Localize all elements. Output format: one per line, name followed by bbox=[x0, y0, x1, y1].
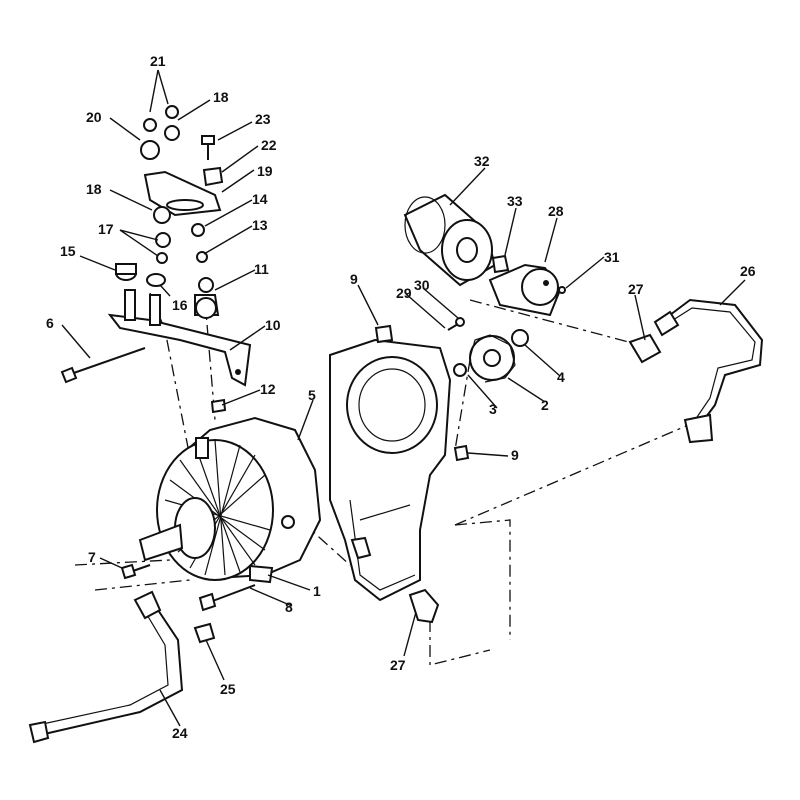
label-14: 14 bbox=[252, 191, 268, 207]
fittings bbox=[210, 324, 470, 560]
label-26: 26 bbox=[740, 263, 756, 279]
upper-bracket bbox=[140, 105, 224, 264]
label-21: 21 bbox=[150, 53, 166, 69]
pump-body bbox=[488, 254, 566, 317]
label-31: 31 bbox=[604, 249, 620, 265]
idler-gear bbox=[447, 317, 529, 383]
part-labels: 21 18 20 23 22 19 18 14 17 13 15 16 11 6… bbox=[46, 53, 756, 741]
label-23: 23 bbox=[255, 111, 271, 127]
long-bolt bbox=[60, 347, 146, 384]
label-4: 4 bbox=[557, 369, 565, 385]
label-9-right: 9 bbox=[511, 447, 519, 463]
label-32: 32 bbox=[474, 153, 490, 169]
label-1: 1 bbox=[313, 583, 321, 599]
label-3: 3 bbox=[489, 401, 497, 417]
mounting-bracket bbox=[107, 313, 252, 387]
label-2: 2 bbox=[541, 397, 549, 413]
label-12: 12 bbox=[260, 381, 276, 397]
label-20: 20 bbox=[86, 109, 102, 125]
label-19: 19 bbox=[257, 163, 273, 179]
label-25: 25 bbox=[220, 681, 236, 697]
label-7: 7 bbox=[88, 549, 96, 565]
label-18-top: 18 bbox=[213, 89, 229, 105]
label-22: 22 bbox=[261, 137, 277, 153]
leader-lines bbox=[61, 69, 746, 727]
label-27-bottom: 27 bbox=[390, 657, 406, 673]
label-18-mid: 18 bbox=[86, 181, 102, 197]
label-8: 8 bbox=[285, 599, 293, 615]
label-29: 29 bbox=[396, 285, 412, 301]
label-27-top: 27 bbox=[628, 281, 644, 297]
label-30: 30 bbox=[414, 277, 430, 293]
filter-canister bbox=[403, 193, 497, 287]
lower-oil-line bbox=[28, 590, 216, 744]
studs-and-spacers bbox=[115, 251, 220, 326]
label-13: 13 bbox=[252, 217, 268, 233]
label-17: 17 bbox=[98, 221, 114, 237]
lower-elbow-fitting bbox=[408, 588, 440, 624]
label-33: 33 bbox=[507, 193, 523, 209]
label-9-top: 9 bbox=[350, 271, 358, 287]
short-bolts bbox=[120, 563, 256, 612]
label-5: 5 bbox=[308, 387, 316, 403]
label-15: 15 bbox=[60, 243, 76, 259]
label-11: 11 bbox=[254, 261, 269, 277]
label-10: 10 bbox=[265, 317, 281, 333]
gear-casing bbox=[138, 416, 322, 584]
label-6: 6 bbox=[46, 315, 54, 331]
main-housing bbox=[329, 338, 452, 602]
label-28: 28 bbox=[548, 203, 564, 219]
label-24: 24 bbox=[172, 725, 188, 741]
oil-line bbox=[628, 298, 764, 444]
label-16: 16 bbox=[172, 297, 188, 313]
